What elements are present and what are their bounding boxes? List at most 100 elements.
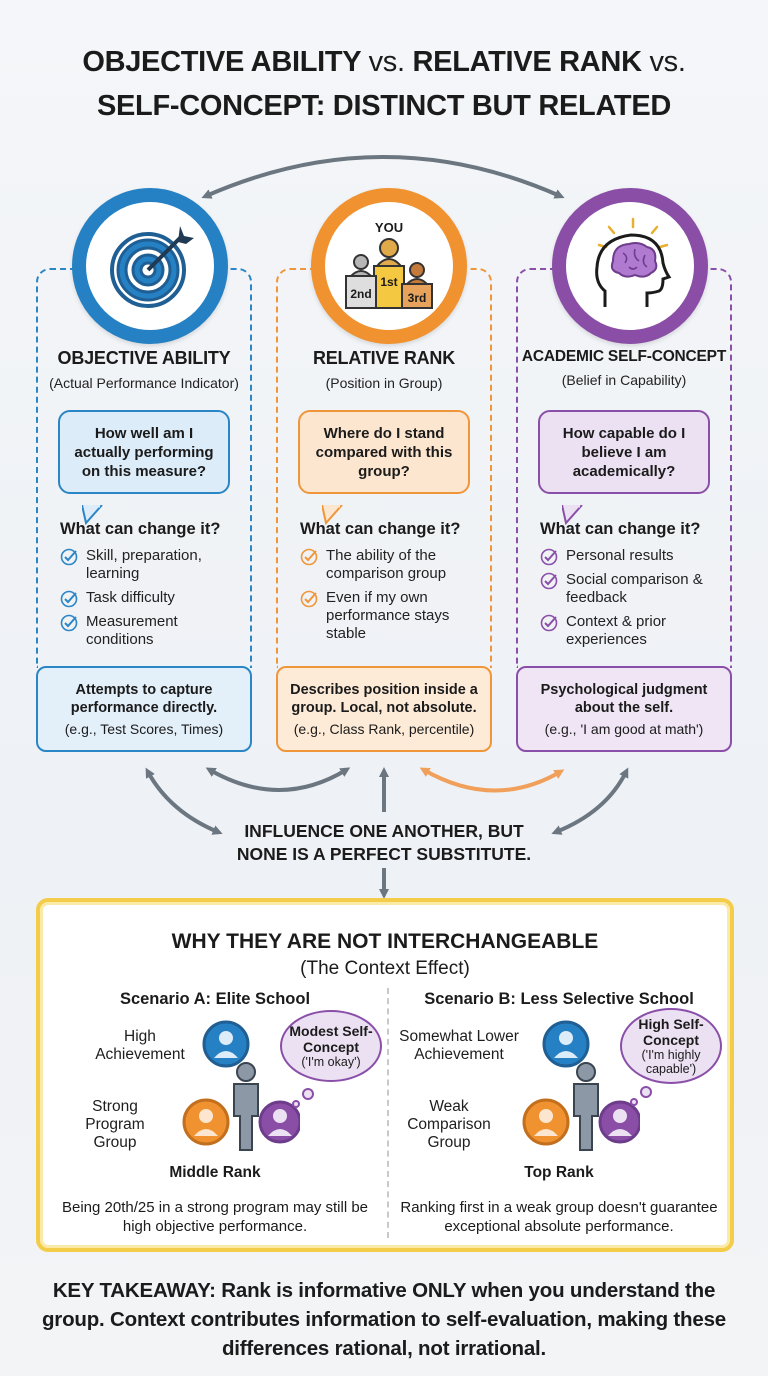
self-concept-icon-circle [552, 188, 708, 344]
column-subheading: (Belief in Capability) [561, 372, 687, 388]
change-section: What can change it? Skill, preparation, … [60, 520, 246, 655]
scenario-elite-school: Scenario A: Elite School High Achievemen… [50, 990, 382, 1240]
rank-label: Top Rank [524, 1164, 594, 1181]
footer-example: (e.g., Test Scores, Times) [64, 721, 224, 737]
title-part-rank: RELATIVE RANK [412, 46, 642, 78]
second-place-label: 2nd [350, 287, 371, 301]
title-vs-2: vs. [649, 46, 686, 78]
list-item: Task difficulty [60, 589, 246, 608]
change-list: Personal results Social comparison & fee… [540, 547, 726, 649]
thought-dot [630, 1098, 638, 1106]
context-title: WHY THEY ARE NOT INTERCHANGEABLE [171, 930, 599, 953]
column-heading: OBJECTIVE ABILITY [57, 348, 231, 368]
change-list: Skill, preparation, learning Task diffic… [60, 547, 246, 649]
change-list: The ability of the comparison group Even… [300, 547, 486, 643]
column-footer: Describes position inside a group. Local… [276, 666, 492, 752]
arrow-orange-purple [419, 767, 565, 793]
check-icon [300, 590, 318, 608]
column-header: RELATIVE RANK (Position in Group) [276, 348, 492, 391]
target-icon [110, 226, 194, 308]
change-section: What can change it? The ability of the c… [300, 520, 486, 649]
third-place-label: 3rd [408, 291, 427, 305]
column-header: OBJECTIVE ABILITY (Actual Performance In… [36, 348, 252, 391]
first-place-label: 1st [380, 275, 397, 289]
column-heading: ACADEMIC SELF-CONCEPT [521, 348, 727, 365]
check-icon [60, 548, 78, 566]
column-self-concept: ACADEMIC SELF-CONCEPT (Belief in Capabil… [516, 268, 732, 752]
column-subheading: (Position in Group) [325, 375, 443, 391]
question-bubble: How well am I actually performing on thi… [58, 410, 230, 525]
objective-icon-circle [72, 188, 228, 344]
page-title: OBJECTIVE ABILITY vs. RELATIVE RANK vs. … [0, 40, 768, 128]
group-person-purple-icon [258, 1100, 300, 1144]
thought-dot [302, 1088, 314, 1100]
column-subheading: (Actual Performance Indicator) [49, 375, 239, 391]
footer-summary: Describes position inside a group. Local… [290, 682, 478, 716]
check-icon [60, 614, 78, 632]
podium-icon: YOU 1st 2nd 3rd [345, 220, 433, 309]
key-takeaway: KEY TAKEAWAY: Rank is informative ONLY w… [41, 1279, 726, 1360]
question-text: Where do I stand compared with this grou… [315, 424, 453, 480]
arrow-blue-orange [205, 767, 351, 792]
list-item: Even if my own performance stays stable [300, 589, 486, 643]
achievement-person-icon [542, 1020, 590, 1068]
list-item: Measurement conditions [60, 613, 246, 649]
thought-quote: ('I'm highly capable') [641, 1048, 701, 1076]
check-icon [540, 548, 558, 566]
question-bubble: How capable do I believe I am academical… [538, 410, 710, 525]
column-footer: Psychological judgment about the self. (… [516, 666, 732, 752]
scenario-note: Being 20th/25 in a strong program may st… [62, 1199, 368, 1235]
column-heading: RELATIVE RANK [312, 348, 456, 368]
thought-main: Modest Self-Concept [289, 1023, 373, 1055]
rank-label: Middle Rank [169, 1164, 261, 1181]
you-label: YOU [375, 220, 403, 235]
footer-summary: Attempts to capture performance directly… [70, 682, 218, 716]
list-item: Context & prior experiences [540, 613, 726, 649]
check-icon [540, 614, 558, 632]
group-label: Weak Comparison Group [407, 1098, 491, 1151]
scenario-title: Scenario A: Elite School [119, 990, 311, 1008]
change-heading: What can change it? [540, 520, 701, 538]
people-illustration [182, 1020, 300, 1151]
title-part-objective: OBJECTIVE ABILITY [82, 46, 361, 78]
student-figure-icon [233, 1062, 259, 1151]
achievement-person-icon [202, 1020, 250, 1068]
list-item: Social comparison & feedback [540, 571, 726, 607]
context-effect-panel: WHY THEY ARE NOT INTERCHANGEABLE (The Co… [36, 898, 734, 1252]
footer-example: (e.g., 'I am good at math') [544, 721, 704, 737]
list-item: Personal results [540, 547, 726, 566]
group-person-orange-icon [522, 1098, 570, 1146]
check-icon [540, 572, 558, 590]
change-heading: What can change it? [60, 520, 221, 538]
brain-head-icon [595, 217, 672, 307]
thought-quote: ('I'm okay') [301, 1055, 361, 1069]
question-text: How capable do I believe I am academical… [562, 424, 686, 480]
thought-dot [640, 1086, 652, 1098]
thought-dot [292, 1100, 300, 1108]
column-objective-ability: OBJECTIVE ABILITY (Actual Performance In… [36, 268, 252, 752]
column-footer: Attempts to capture performance directly… [36, 666, 252, 752]
achievement-label: High Achievement [95, 1028, 185, 1063]
influence-line-1: INFLUENCE ONE ANOTHER, BUT [244, 821, 524, 841]
footer-summary: Psychological judgment about the self. [540, 682, 708, 716]
people-illustration [522, 1020, 640, 1151]
footer-example: (e.g., Class Rank, percentile) [293, 721, 475, 737]
influence-line-2: NONE IS A PERFECT SUBSTITUTE. [236, 844, 532, 864]
title-line-1: OBJECTIVE ABILITY vs. RELATIVE RANK vs. [0, 40, 768, 84]
title-vs-1: vs. [368, 46, 405, 78]
group-person-purple-icon [598, 1100, 640, 1144]
change-section: What can change it? Personal results Soc… [540, 520, 726, 655]
list-item: Skill, preparation, learning [60, 547, 246, 583]
thought-bubble: Modest Self-Concept ('I'm okay') [280, 1010, 382, 1082]
title-line-2: SELF-CONCEPT: DISTINCT BUT RELATED [96, 90, 672, 122]
thought-main: High Self-Concept [638, 1016, 704, 1048]
question-bubble: Where do I stand compared with this grou… [298, 410, 470, 525]
scenario-note: Ranking first in a weak group doesn't gu… [400, 1199, 718, 1235]
achievement-label: Somewhat Lower Achievement [399, 1028, 519, 1063]
scenario-divider [387, 988, 389, 1238]
group-label: Strong Program Group [85, 1098, 145, 1151]
influence-caption: INFLUENCE ONE ANOTHER, BUT NONE IS A PER… [184, 820, 584, 866]
context-subtitle: (The Context Effect) [300, 958, 470, 979]
rank-icon-circle: YOU 1st 2nd 3rd [311, 188, 467, 344]
check-icon [300, 548, 318, 566]
